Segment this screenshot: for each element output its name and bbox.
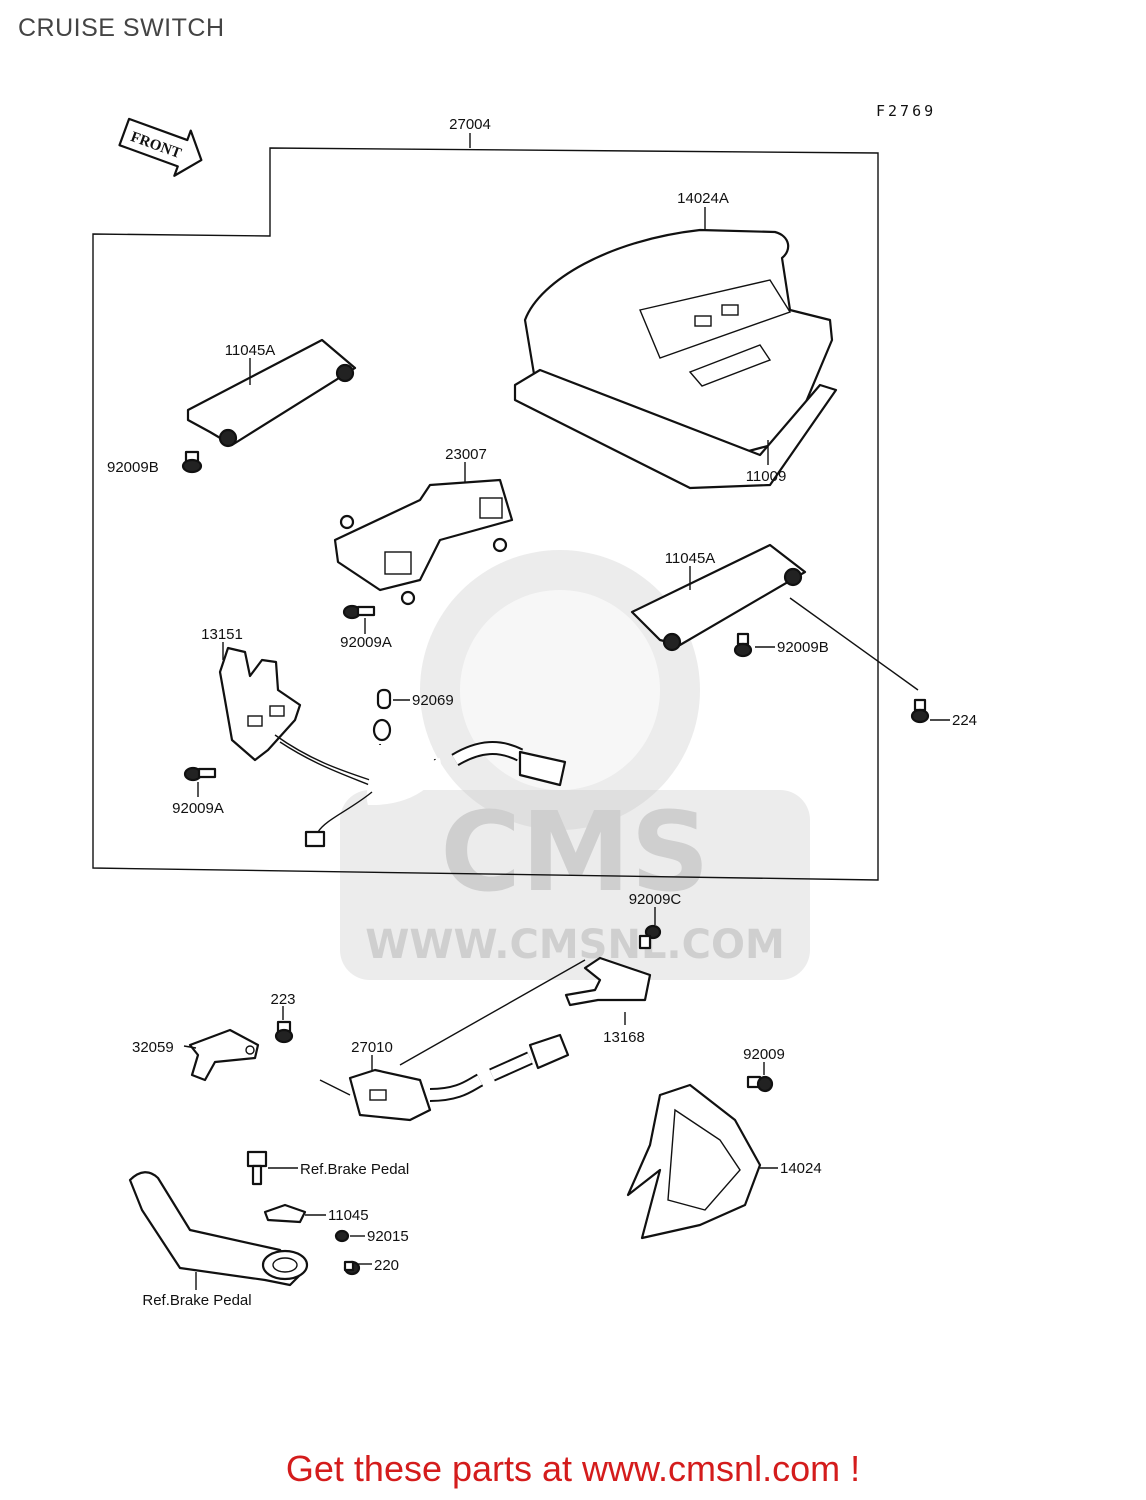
label-13151: 13151 (201, 626, 243, 643)
bracket-32059 (188, 1028, 260, 1082)
bolt-brake-pedal (246, 1150, 268, 1186)
brake-pedal-lever (128, 1171, 309, 1287)
figure-code: F2769 (876, 102, 936, 120)
label-32059: 32059 (132, 1039, 174, 1056)
screw-92009 (746, 1075, 774, 1093)
label-14024A: 14024A (677, 190, 729, 207)
label-11045A-upper: 11045A (225, 342, 276, 359)
footer-promo-text: Get these parts at www.cmsnl.com ! (285, 1448, 861, 1489)
parts-diagram: CMS WWW.CMSNL.COM F2769 FRONT 27004 1402… (92, 102, 977, 1309)
cover-14024A (513, 228, 838, 490)
assembly-27004-boundary (92, 147, 879, 881)
label-23007: 23007 (445, 446, 487, 463)
bracket-11045A-upper (186, 338, 357, 448)
label-223: 223 (270, 991, 295, 1008)
label-220: 220 (374, 1257, 399, 1274)
bracket-11045A-lower (630, 543, 807, 652)
label-ref-brake-pedal-1: Ref.Brake Pedal (300, 1161, 409, 1178)
screw-220 (343, 1260, 361, 1276)
screw-92009B-upper (181, 450, 203, 474)
front-arrow-icon: FRONT (118, 117, 203, 177)
screw-224 (910, 698, 930, 724)
screw-92009C (638, 924, 662, 950)
watermark-logo: CMS (440, 788, 709, 916)
screw-92009A-upper (342, 604, 376, 620)
label-92009: 92009 (743, 1046, 785, 1063)
label-92015: 92015 (367, 1228, 409, 1245)
screw-92009A-lower (183, 766, 217, 782)
watermark-url: WWW.CMSNL.COM (365, 922, 785, 968)
label-92009A-upper: 92009A (340, 634, 392, 651)
label-224: 224 (952, 712, 977, 729)
label-92009B-lower: 92009B (777, 639, 829, 656)
holder-23007 (333, 478, 514, 606)
screw-92009B-lower (733, 632, 753, 658)
nut-92015 (334, 1229, 350, 1243)
label-92009A-lower: 92009A (172, 800, 224, 817)
label-92069: 92069 (412, 692, 454, 709)
bulb-92069 (376, 688, 392, 710)
label-11045A-lower: 11045A (665, 550, 716, 567)
label-ref-brake-pedal-2: Ref.Brake Pedal (142, 1292, 251, 1309)
label-27004: 27004 (449, 116, 491, 133)
bracket-13168 (564, 956, 652, 1007)
label-27010: 27010 (351, 1039, 393, 1056)
page-title: CRUISE SWITCH (18, 14, 225, 42)
switch-13151 (218, 646, 302, 762)
label-13168: 13168 (603, 1029, 645, 1046)
cover-14024 (626, 1083, 762, 1240)
label-92009C: 92009C (629, 891, 682, 908)
label-11009: 11009 (746, 468, 787, 485)
cmsnl-watermark: CMS WWW.CMSNL.COM (340, 550, 810, 980)
wire-harness (274, 718, 567, 848)
unit-27010 (319, 959, 586, 1122)
screw-223 (274, 1020, 294, 1044)
label-92009B-upper: 92009B (107, 459, 159, 476)
bracket-11045 (263, 1203, 307, 1224)
label-14024: 14024 (780, 1160, 822, 1177)
label-11045: 11045 (328, 1207, 369, 1224)
